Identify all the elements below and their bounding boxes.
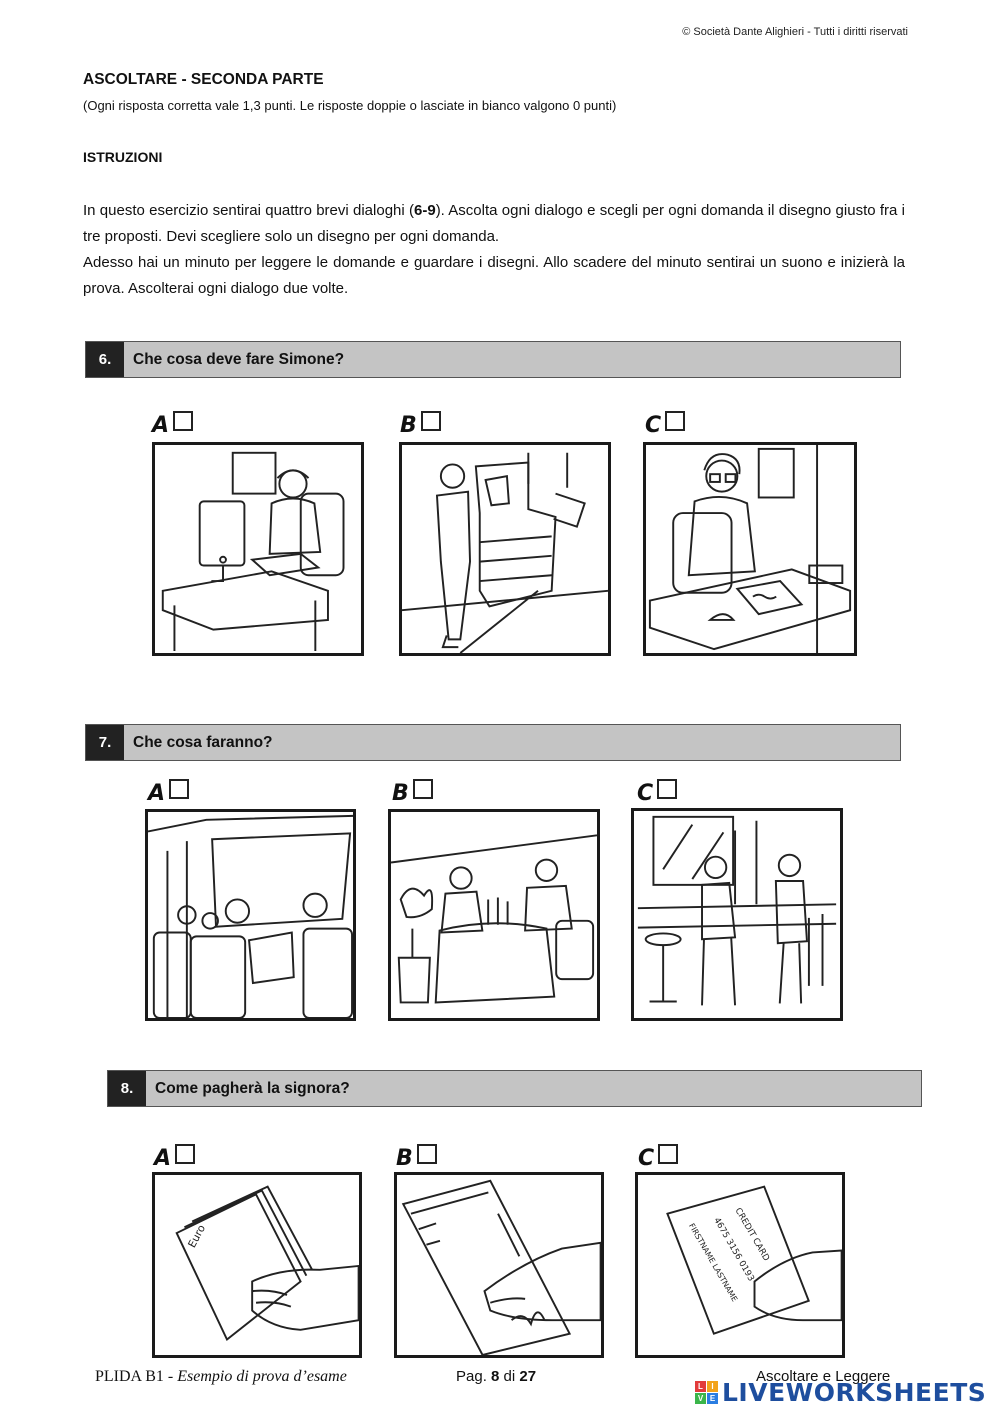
answer-checkbox-8b[interactable] — [416, 1144, 437, 1164]
section-title: ASCOLTARE - SECONDA PARTE — [83, 71, 324, 88]
instructions-paragraph-2: Adesso hai un minuto per leggere le doma… — [83, 254, 905, 297]
answer-checkbox-8c[interactable] — [658, 1144, 679, 1164]
option-letter: A — [148, 781, 167, 806]
instructions-heading: ISTRUZIONI — [83, 149, 163, 165]
question-7-bar: 7. Che cosa faranno? — [85, 724, 901, 761]
option-header: C — [637, 779, 678, 806]
answer-checkbox-6a[interactable] — [173, 411, 194, 431]
picture-hand-holding-cash: Euro — [152, 1172, 362, 1358]
copyright-notice: © Società Dante Alighieri - Tutti i diri… — [682, 26, 908, 38]
logo-letter: I — [707, 1381, 718, 1392]
instructions-paragraph-1: In questo esercizio sentirai quattro bre… — [83, 198, 905, 250]
option-letter: C — [645, 413, 663, 438]
logo-letter: V — [695, 1393, 706, 1404]
question-8-bar: 8. Come pagherà la signora? — [107, 1070, 922, 1107]
question-6-bar: 6. Che cosa deve fare Simone? — [85, 341, 901, 378]
question-text: Come pagherà la signora? — [155, 1079, 350, 1097]
answer-checkbox-6c[interactable] — [665, 411, 686, 431]
option-header: C — [645, 411, 686, 438]
footer-exam-label: PLIDA B1 - Esempio di prova d’esame — [95, 1368, 347, 1386]
instructions-p1-start: In questo esercizio sentirai quattro bre… — [83, 202, 414, 219]
picture-couple-at-restaurant — [388, 809, 600, 1021]
option-header: B — [396, 1144, 437, 1170]
page-total: 27 — [519, 1368, 537, 1385]
answer-checkbox-7c[interactable] — [657, 779, 678, 799]
picture-man-writing-at-desk — [643, 442, 857, 656]
picture-hand-holding-cheque — [394, 1172, 604, 1358]
liveworksheets-brand: LIVEWORKSHEETS — [722, 1378, 987, 1407]
option-letter: A — [152, 413, 171, 438]
picture-man-at-photocopier — [399, 442, 611, 656]
option-letter: C — [638, 1146, 656, 1171]
option-letter: B — [396, 1146, 414, 1171]
logo-letter: E — [707, 1393, 718, 1404]
picture-woman-at-computer — [152, 442, 364, 656]
liveworksheets-logo-icon: L I V E — [695, 1381, 718, 1404]
page-prefix: Pag. — [456, 1368, 492, 1385]
dialogue-range: 6-9 — [414, 202, 436, 219]
picture-couple-at-bar — [631, 808, 843, 1021]
question-number: 8. — [108, 1071, 146, 1106]
question-text: Che cosa deve fare Simone? — [133, 350, 345, 368]
picture-people-at-cinema — [145, 809, 356, 1021]
option-header: B — [400, 411, 441, 437]
answer-checkbox-8a[interactable] — [175, 1144, 196, 1164]
question-text: Che cosa faranno? — [133, 733, 273, 751]
footer-page-number: Pag. 8 di 27 — [456, 1368, 536, 1385]
question-number: 7. — [86, 725, 124, 760]
footer-exam-subtitle: - Esempio di prova d’esame — [163, 1368, 347, 1385]
answer-checkbox-7b[interactable] — [412, 779, 433, 799]
option-letter: B — [392, 781, 410, 806]
option-header: C — [638, 1144, 679, 1171]
scoring-note: (Ogni risposta corretta vale 1,3 punti. … — [83, 98, 617, 113]
footer-section-name: Ascoltare e Leggere — [756, 1368, 891, 1385]
instructions-p1-end: ). Ascolta ogni dialogo e scegli per ogn… — [83, 202, 905, 245]
answer-checkbox-7a[interactable] — [169, 779, 190, 799]
question-number: 6. — [86, 342, 124, 377]
instructions-text: In questo esercizio sentirai quattro bre… — [83, 198, 905, 302]
option-header: A — [148, 779, 190, 806]
page-of: di — [499, 1368, 520, 1385]
option-letter: A — [154, 1146, 173, 1171]
picture-hand-holding-credit-card: CREDIT CARD 4675 3156 0193 FIRSTNAME LAS… — [635, 1172, 845, 1358]
liveworksheets-watermark: L I V E LIVEWORKSHEETS — [695, 1378, 986, 1407]
footer-exam-name: PLIDA B1 — [95, 1368, 164, 1385]
answer-checkbox-6b[interactable] — [420, 411, 441, 431]
option-header: A — [154, 1144, 196, 1171]
option-header: A — [152, 411, 194, 438]
page-current: 8 — [491, 1368, 500, 1385]
option-letter: C — [637, 781, 655, 806]
option-letter: B — [400, 413, 418, 438]
logo-letter: L — [695, 1381, 706, 1392]
option-header: B — [392, 779, 433, 805]
